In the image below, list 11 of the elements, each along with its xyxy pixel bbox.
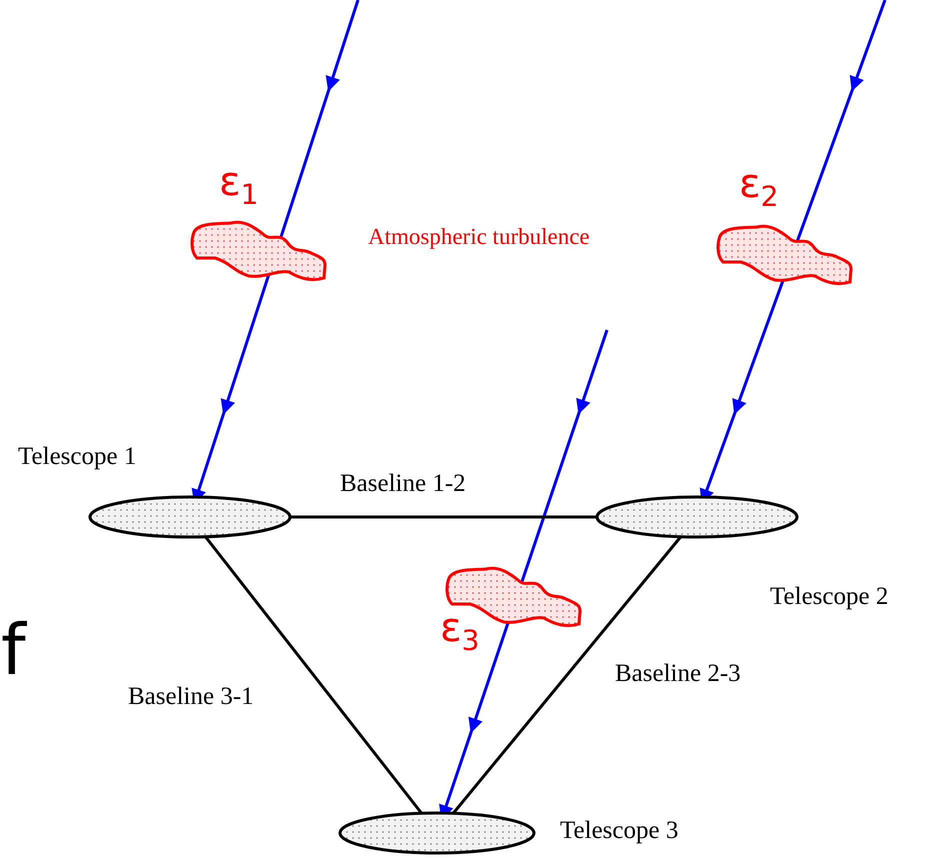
light-ray-arrow	[439, 330, 608, 814]
annotation-text: Atmospheric turbulence	[368, 224, 590, 250]
telescope-label: Telescope 3	[560, 817, 678, 845]
phase-error-label: ε$_{2}$	[739, 164, 778, 211]
telescope-label: Telescope 1	[18, 443, 136, 471]
light-ray-arrow	[700, 0, 886, 498]
telescope-label: Telescope 2	[770, 583, 888, 611]
cropped-letter: f	[1, 615, 26, 685]
phase-error-label: ε$_{3}$	[440, 608, 480, 655]
light-ray-arrow	[192, 0, 360, 498]
phase-error-label: ε$_{1}$	[219, 162, 258, 209]
